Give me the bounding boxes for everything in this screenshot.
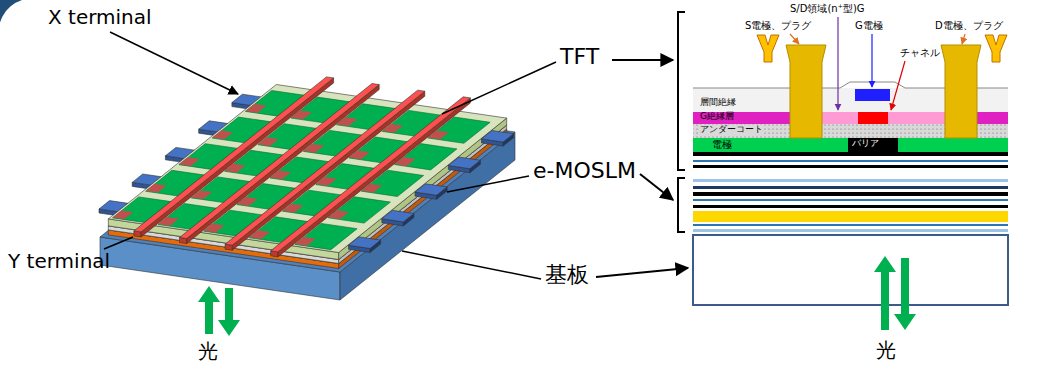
art-shape: [858, 112, 888, 124]
part-label: e-MOSLM: [533, 158, 636, 183]
y-line: [278, 98, 471, 257]
part-label: G電極: [855, 20, 883, 31]
pixel-tft: [113, 210, 134, 219]
cross-section: [693, 35, 1008, 330]
leader-line: [891, 61, 905, 110]
leader-line: [402, 251, 541, 279]
pixel-tft: [179, 157, 200, 166]
art-shape: [693, 152, 1008, 156]
pointer-arrow: [596, 268, 688, 277]
art-shape: [693, 199, 1008, 201]
art-shape: [693, 211, 1008, 222]
x-terminal-tab: [415, 184, 447, 196]
pixel-tft: [212, 131, 233, 140]
leader-line: [447, 176, 529, 192]
part-label: アンダーコート: [700, 125, 763, 135]
art-shape: [985, 35, 1007, 62]
art-shape: [693, 192, 1008, 196]
bracket: [678, 178, 685, 232]
art-shape: [848, 138, 898, 152]
corner-arc: [0, 0, 22, 42]
y-line: [180, 84, 380, 239]
pointer-arrow: [612, 59, 673, 61]
art-shape: [693, 138, 1008, 152]
art-shape: [198, 286, 220, 302]
leader-line: [104, 237, 133, 249]
art-shape: [205, 301, 213, 334]
light-arrows: [198, 286, 240, 336]
pixel-tft: [146, 184, 167, 193]
art-shape: [757, 35, 779, 62]
part-label: 電極: [712, 139, 732, 150]
art-shape: [693, 224, 1008, 226]
board-3d: [99, 77, 515, 300]
bracket: [678, 12, 685, 170]
part-label: バリア: [852, 139, 879, 149]
moslm-layer: [108, 92, 506, 260]
leader-line: [790, 34, 799, 44]
art-shape: [693, 165, 1008, 168]
art-shape: [693, 235, 1008, 305]
part-label: S/D領域(n⁺型)G: [790, 3, 865, 14]
pointer-arrow: [640, 174, 673, 200]
leader-line: [110, 32, 238, 94]
part-label: Y terminal: [8, 250, 110, 273]
y-line: [271, 97, 471, 252]
y-line: [232, 91, 424, 250]
y-line: [187, 85, 380, 244]
art-shape: [225, 288, 233, 321]
art-shape: [874, 256, 896, 272]
art-shape: [218, 320, 240, 336]
leader-line: [962, 34, 965, 44]
art-shape: [881, 271, 889, 330]
part-label: 光: [876, 339, 896, 362]
part-label: X terminal: [48, 6, 152, 29]
art-shape: [693, 186, 1008, 189]
art-shape: [894, 314, 916, 330]
part-label: TFT: [560, 44, 599, 69]
art-shape: [693, 179, 1008, 182]
pixel-tft: [245, 104, 266, 113]
x-terminal-tab: [448, 157, 480, 169]
leader-line: [871, 34, 872, 87]
part-label: S電極、プラグ: [745, 20, 811, 31]
part-label: 層間絶縁: [700, 98, 736, 108]
leader-line: [837, 17, 838, 110]
part-label: 基板: [545, 262, 589, 287]
art-shape: [693, 205, 1008, 208]
art-shape: [855, 89, 890, 101]
leader-line: [442, 62, 556, 114]
y-line: [225, 90, 425, 245]
y-line: [141, 78, 334, 237]
part-label: チャネル: [900, 47, 940, 58]
x-terminal-tab: [482, 131, 514, 143]
art-shape: [786, 45, 826, 138]
tft-plate: [108, 85, 506, 253]
art-shape: [693, 229, 1008, 232]
part-label: D電極、プラグ: [935, 20, 1003, 31]
art-shape: [901, 258, 909, 315]
part-label: G絶縁層: [700, 112, 734, 122]
art-shape: [822, 112, 945, 124]
art-shape: [941, 45, 981, 138]
part-label: 光: [198, 340, 218, 363]
x-terminal-tab: [349, 237, 381, 249]
x-terminal-tab: [382, 210, 414, 222]
art-shape: [693, 160, 1008, 162]
y-line: [134, 77, 334, 232]
